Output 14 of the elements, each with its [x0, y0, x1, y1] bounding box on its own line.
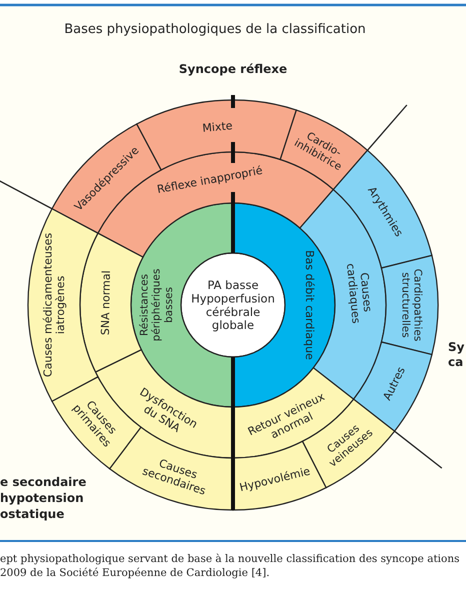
- section-heading: Syncope réflexe: [178, 62, 288, 76]
- diagram-title: Bases physiopathologiques de la classification: [63, 22, 367, 37]
- section-heading: Sy ca: [448, 340, 464, 370]
- center-label: PA basse: [207, 278, 259, 292]
- section-heading: e secondaire hypotension ostatique: [0, 474, 88, 522]
- segment-label: Bas débit cardiaque: [303, 250, 316, 360]
- segment-label: Causes médicamenteuses iatrogènes: [42, 232, 68, 378]
- segment-label: Cardiopathies structurelles: [399, 268, 424, 342]
- figure-caption: ept physiopathologique servant de base à la nouvelle classification des syncope ations 2009 de la Société Européenne de Cardiologie [4].: [0, 552, 461, 580]
- segment-label: Mixte: [202, 119, 233, 135]
- segment-label: SNA normal: [98, 270, 113, 336]
- segment-label: Causes cardiaques: [344, 262, 374, 324]
- center-label: Hypoperfusion cérébrale globale: [191, 292, 275, 332]
- segment-label: Résistances périphériques basses: [138, 268, 175, 342]
